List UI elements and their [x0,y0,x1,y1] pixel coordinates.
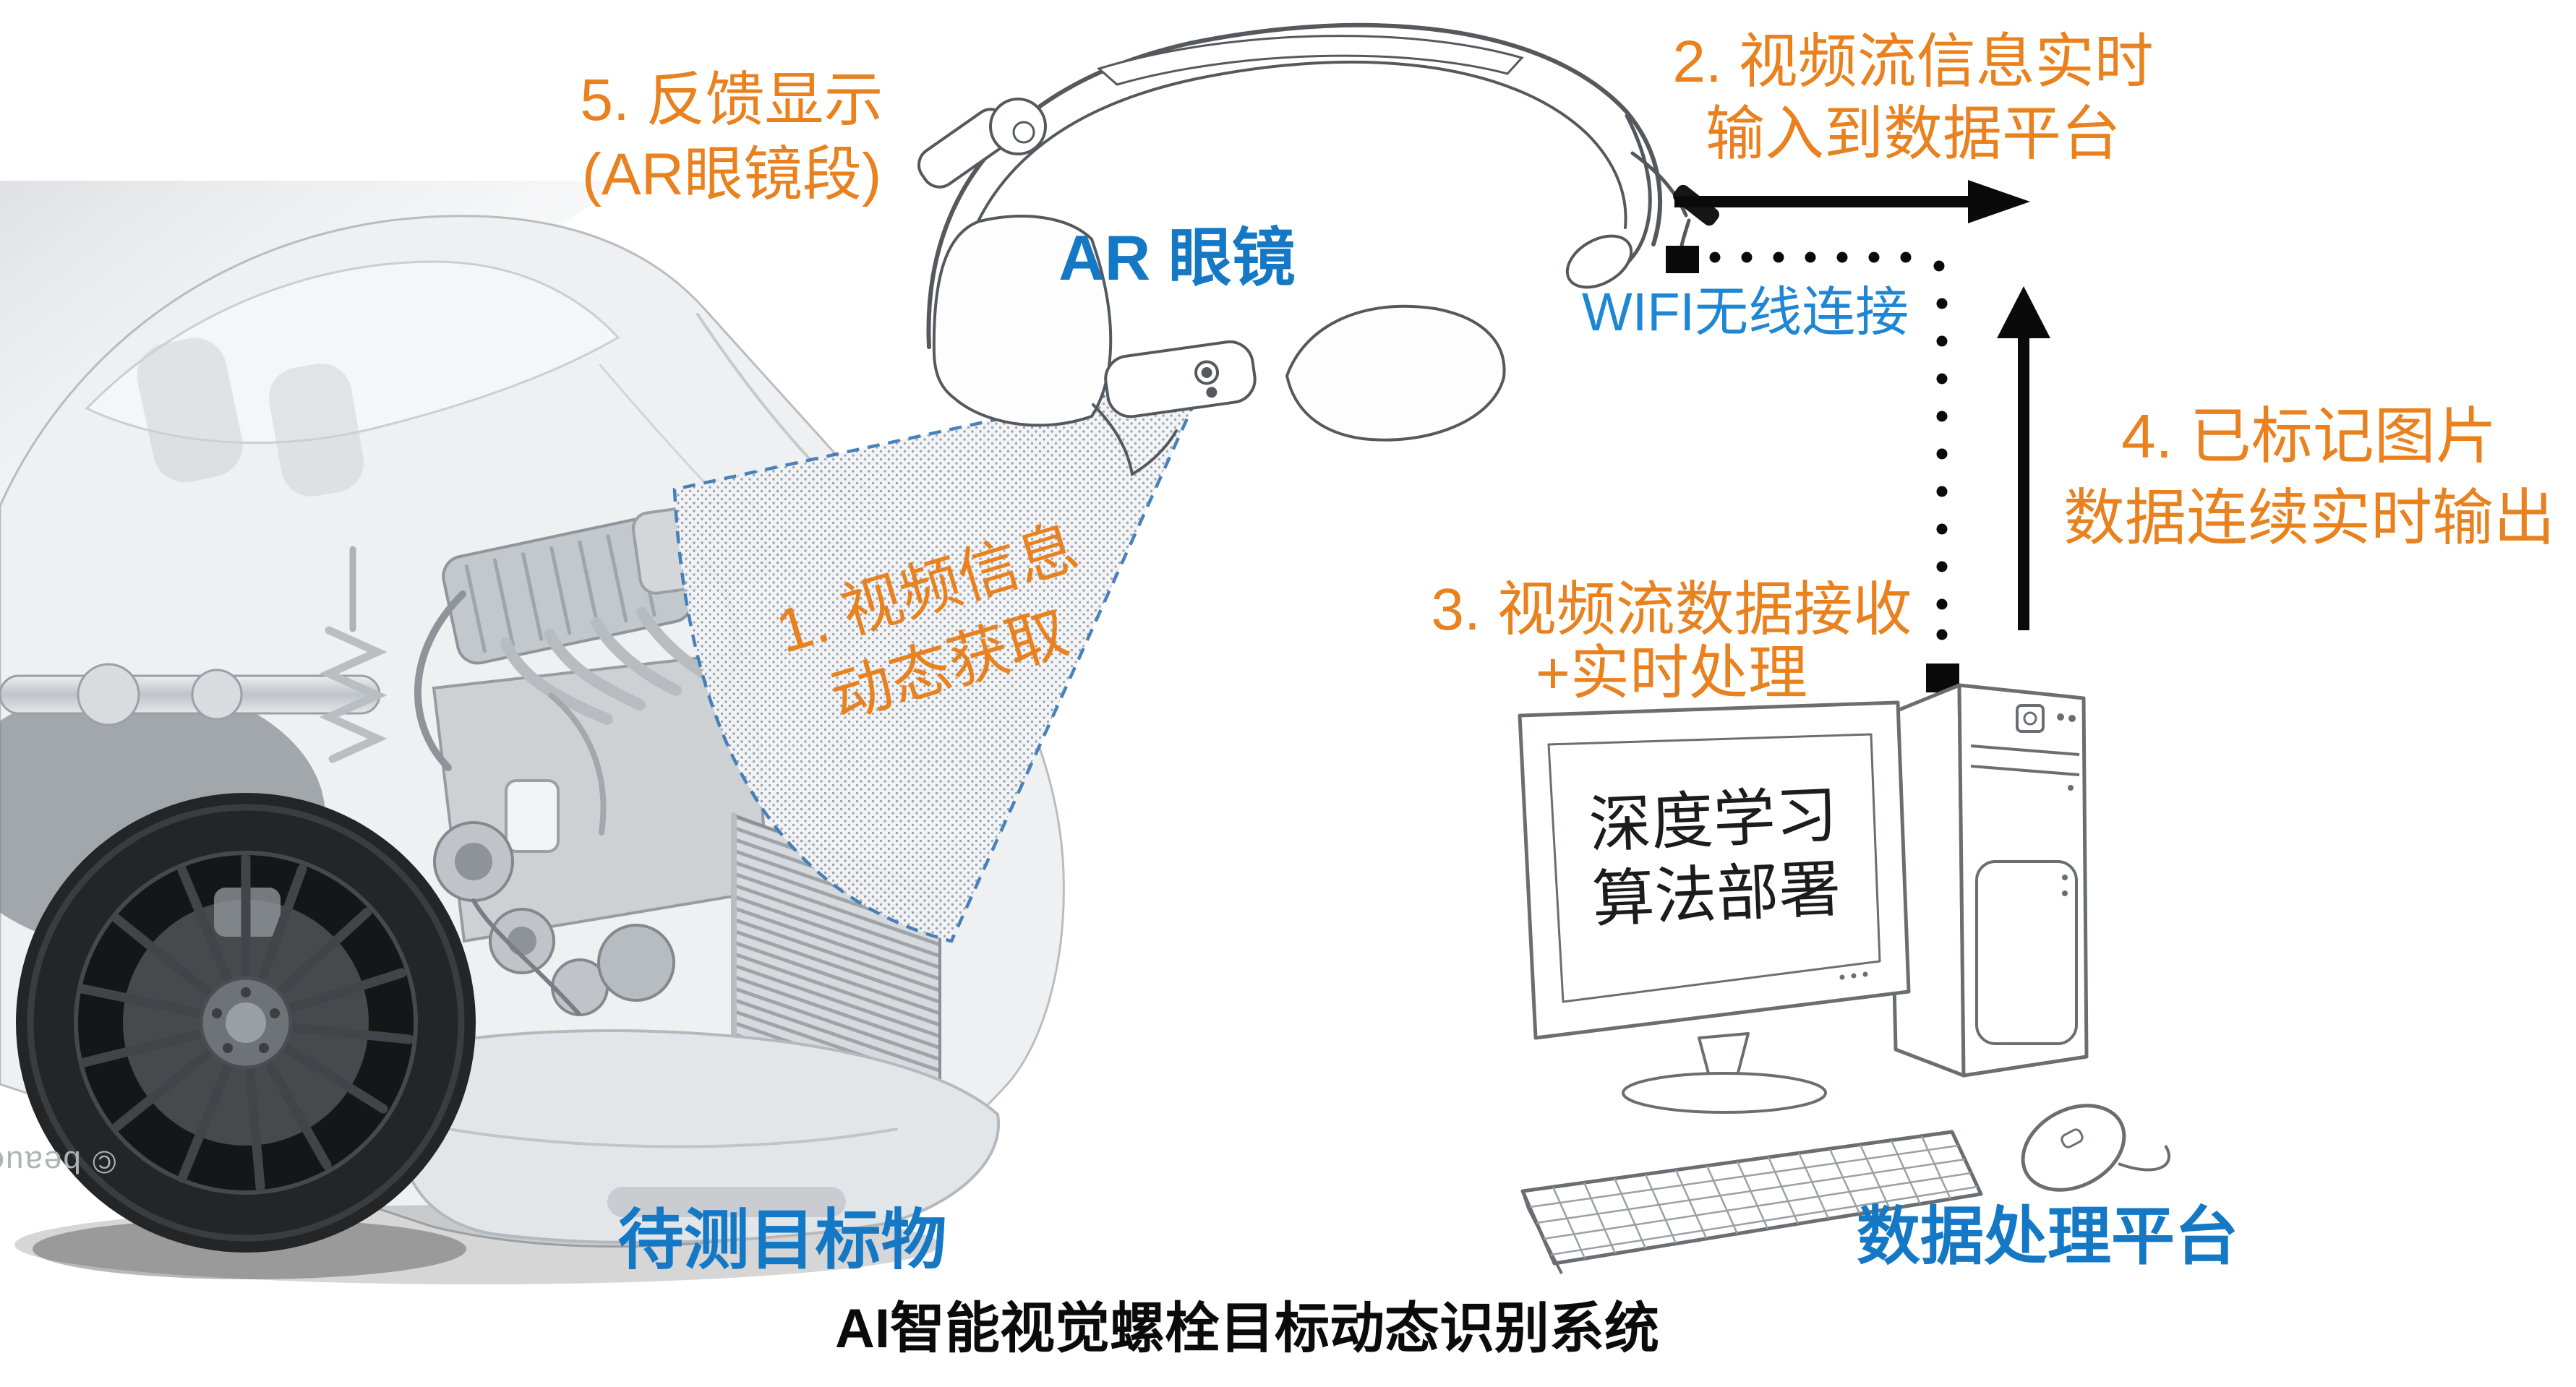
label-wifi-connection: WIFI无线连接 [1581,282,1909,342]
label-step2-line2: 输入到数据平台 [1705,101,2121,168]
label-step4-line1: 4. 已标记图片 [2121,403,2497,471]
keyboard [1520,1130,1983,1274]
photo-watermark: © beauc [0,1144,116,1180]
label-ar-glasses: AR 眼镜 [1058,222,1296,293]
label-step4-line2: 数据连续实时输出 [2063,484,2556,554]
monitor-text-line2: 算法部署 [1591,854,1843,935]
label-step5-feedback: 5. 反馈显示 (AR眼镜段) [580,64,883,212]
glasses-cable [1630,151,1688,218]
label-step3-line2: +实时处理 [1536,640,1807,706]
mouse [2021,1104,2170,1192]
computer-workstation [1518,683,2170,1274]
label-step3-receive-process: 3. 视频流数据接收 +实时处理 [1431,578,1912,705]
label-step2-line1: 2. 视频流信息实时 [1672,29,2154,95]
front-wheel [16,793,476,1253]
label-step5-line2: (AR眼镜段) [581,141,882,207]
label-step4-labeled-image-output: 4. 已标记图片 数据连续实时输出 [2063,396,2555,559]
arrow-step4-up [1997,286,2050,630]
mouse-cable [2118,1144,2170,1172]
engine-block [414,498,770,1016]
ar-glasses-illustration [917,22,1719,477]
monitor-screen-text: 深度学习 算法部署 [1588,778,1843,938]
label-target-object: 待测目标物 [617,1204,947,1277]
arrow-step2-right [1674,180,2030,223]
wifi-endpoint-glasses [1666,246,1699,273]
wifi-dotted-link [1666,246,1959,692]
label-step5-line1: 5. 反馈显示 [580,67,883,133]
label-data-platform: 数据处理平台 [1856,1201,2239,1272]
label-step3-line1: 3. 视频流数据接收 [1431,577,1912,643]
monitor [1518,700,1911,1114]
tower-case [1886,683,2089,1078]
page-title: AI智能视觉螺栓目标动态识别系统 [835,1298,1659,1360]
camera-view-cone [672,371,1210,943]
monitor-text-line1: 深度学习 [1587,780,1839,861]
label-step2-video-stream-input: 2. 视频流信息实时 输入到数据平台 [1672,26,2153,171]
